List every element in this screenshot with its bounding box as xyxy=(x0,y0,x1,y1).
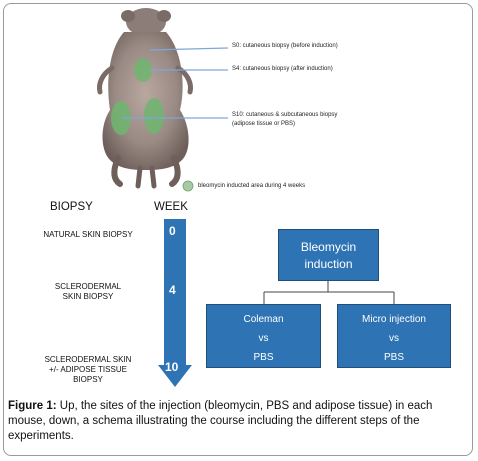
legend-label: bleomycin inducted area during 4 weeks xyxy=(198,183,306,189)
row-label-natural: NATURAL SKIN BIOPSY xyxy=(18,230,158,240)
mouse-body xyxy=(97,8,193,189)
schema-connectors xyxy=(263,281,395,304)
coleman-line3: PBS xyxy=(253,352,274,363)
pointer-line-s0 xyxy=(149,47,229,51)
annotation-s0: S0: cutaneous biopsy (before induction) xyxy=(232,43,338,49)
row2-line3: BIOPSY xyxy=(73,375,103,384)
row-label-sclerodermal: SCLERODERMAL SKIN BIOPSY xyxy=(18,282,158,302)
bleomycin-line2: induction xyxy=(304,257,353,271)
week-header: WEEK xyxy=(154,201,188,213)
caption-label: Figure 1: xyxy=(8,400,57,412)
mouse-illustration xyxy=(97,8,229,192)
annotation-s10-line1: S10: cutaneous & subcutaneous biopsy xyxy=(232,112,338,118)
figure-frame xyxy=(3,3,473,456)
timeline-arrow xyxy=(158,219,192,387)
row1-line1: SCLERODERMAL xyxy=(54,282,122,291)
caption-text: Up, the sites of the injection (bleomyci… xyxy=(8,400,433,442)
row-label-sclerodermal-adipose: SCLERODERMAL SKIN +/- ADIPOSE TISSUE BIO… xyxy=(18,355,158,385)
row0-line1: NATURAL SKIN BIOPSY xyxy=(43,230,133,239)
micro-line1: Micro injection xyxy=(362,314,426,325)
injection-site-right xyxy=(144,98,164,134)
annotation-s10-line2: (adipose tissue or PBS) xyxy=(232,121,296,127)
week-number-10: 10 xyxy=(165,360,179,374)
bleomycin-induction-box: Bleomycin induction xyxy=(278,229,379,281)
row2-line2: +/- ADIPOSE TISSUE xyxy=(49,365,127,374)
micro-injection-box: Micro injection vs PBS xyxy=(337,304,451,368)
coleman-box: Coleman vs PBS xyxy=(206,304,321,368)
injection-site-upper xyxy=(134,58,152,82)
bleomycin-line1: Bleomycin xyxy=(300,240,357,254)
biopsy-header: BIOPSY xyxy=(50,201,93,213)
injection-site-left xyxy=(111,101,131,135)
annotation-s4: S4: cutaneous biopsy (after induction) xyxy=(232,66,333,72)
row1-line2: SKIN BIOPSY xyxy=(62,292,114,301)
micro-line2: vs xyxy=(389,333,399,344)
week-number-4: 4 xyxy=(169,283,176,297)
legend-dot xyxy=(182,180,194,192)
figure-caption: Figure 1: Up, the sites of the injection… xyxy=(8,399,470,444)
micro-line3: PBS xyxy=(383,352,404,363)
coleman-line2: vs xyxy=(258,333,269,344)
coleman-line1: Coleman xyxy=(243,314,284,325)
row2-line1: SCLERODERMAL SKIN xyxy=(44,355,132,364)
week-number-0: 0 xyxy=(169,224,176,238)
